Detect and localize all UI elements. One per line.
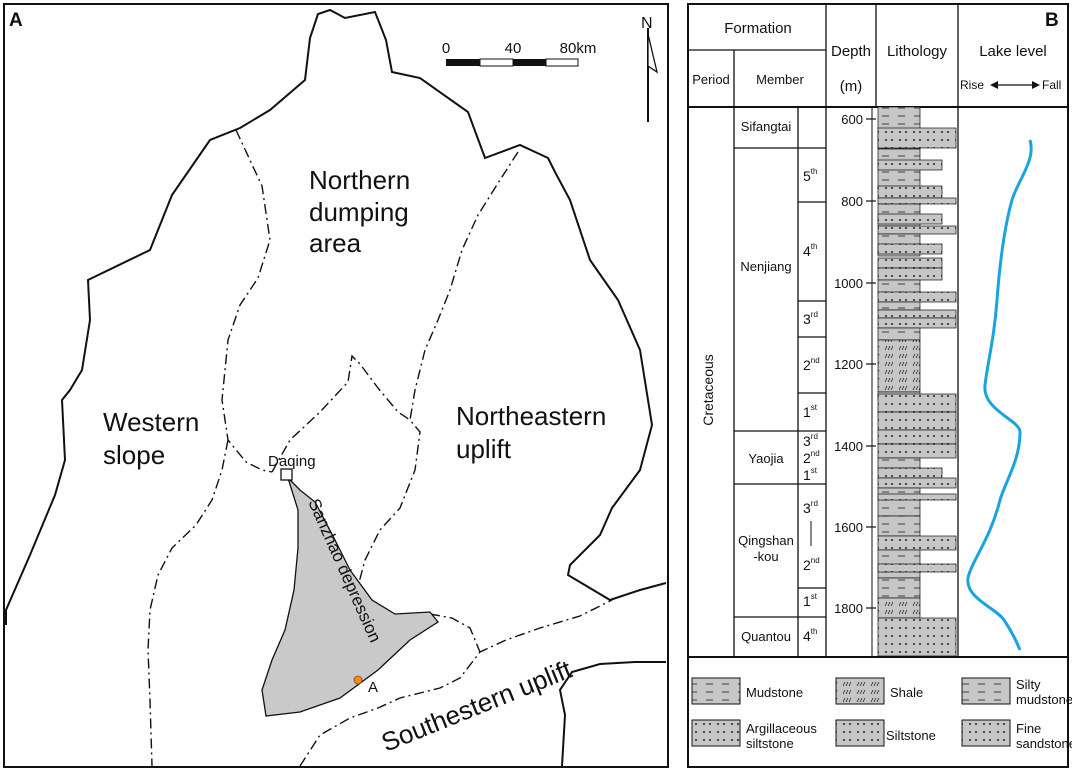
- header-lithology: Lithology: [887, 43, 948, 60]
- member-yaojia-1: 1st: [803, 466, 818, 483]
- northern-label-line2: dumping: [309, 197, 409, 227]
- members-column: 5th 4th 3rd 2nd 1st 3rd 2nd 1st 3rd 2nd …: [803, 167, 820, 644]
- northern-label-line1: Northern: [309, 165, 410, 195]
- legend-argillaceous-siltstone: Argillaceous siltstone: [691, 719, 817, 751]
- legend: Mudstone Shale Silty mudstone Argillaceo…: [691, 677, 1072, 751]
- member-nenjiang-3: 3rd: [803, 310, 818, 327]
- depth-tick-600: 600: [841, 112, 863, 127]
- western-label-line2: slope: [103, 440, 165, 470]
- lake-level-curve: [966, 139, 1033, 651]
- well-a-label: A: [368, 679, 378, 696]
- header-member: Member: [756, 72, 804, 87]
- member-nenjiang-4: 4th: [803, 242, 817, 259]
- panel-b-frame: [687, 3, 1069, 768]
- rise-fall-arrow-icon: [990, 81, 1040, 89]
- well-a-marker: [353, 675, 363, 685]
- svg-text:Mudstone: Mudstone: [746, 685, 803, 700]
- northeastern-label-line1: Northeastern: [456, 401, 606, 431]
- legend-mudstone: Mudstone: [691, 677, 803, 705]
- north-label: N: [641, 15, 653, 32]
- header-period: Period: [692, 72, 730, 87]
- formation-nenjiang: Nenjiang: [740, 259, 791, 274]
- svg-text:Shale: Shale: [890, 685, 923, 700]
- panel-a: A 0 40 80km N: [3, 3, 669, 768]
- depth-tick-1400: 1400: [834, 439, 863, 454]
- svg-text:sandstone: sandstone: [1016, 736, 1072, 751]
- scale-bar: 0 40 80km: [442, 40, 597, 67]
- southeast-boundary: [558, 661, 666, 767]
- north-arrow-icon: N: [641, 15, 659, 122]
- daqing-city-marker: [280, 468, 293, 481]
- basin-boundary: [5, 8, 667, 625]
- panel-a-frame: [3, 3, 669, 768]
- depth-tick-1200: 1200: [834, 357, 863, 372]
- depth-tick-1600: 1600: [834, 520, 863, 535]
- member-nenjiang-5: 5th: [803, 167, 817, 184]
- member-yaojia-2: 2nd: [803, 449, 820, 466]
- legend-fine-sandstone: Fine sandstone: [961, 719, 1072, 751]
- legend-siltstone: Siltstone: [835, 719, 936, 747]
- formation-boundaries: [734, 147, 826, 618]
- formation-yaojia: Yaojia: [748, 451, 784, 466]
- scale-tick-0: 0: [442, 40, 450, 57]
- scale-tick-80: 80km: [560, 40, 597, 57]
- southeastern-label: Southestern uplift: [377, 654, 577, 758]
- depth-tick-800: 800: [841, 194, 863, 209]
- header-depth-unit: (m): [840, 78, 863, 95]
- member-qingshankou-3: 3rd: [803, 499, 818, 516]
- sanzhao-depression: [261, 477, 439, 717]
- member-quantou-4: 4th: [803, 627, 817, 644]
- scale-tick-40: 40: [505, 40, 522, 57]
- svg-text:siltstone: siltstone: [746, 736, 794, 751]
- western-label-line1: Western: [103, 407, 199, 437]
- legend-shale: Shale: [835, 677, 923, 705]
- member-qingshankou-2: 2nd: [803, 556, 820, 573]
- lithology-column: [877, 106, 957, 657]
- svg-text:mudstone: mudstone: [1016, 692, 1072, 707]
- member-nenjiang-1: 1st: [803, 403, 818, 420]
- svg-text:Siltstone: Siltstone: [886, 728, 936, 743]
- northeastern-label-line2: uplift: [456, 434, 512, 464]
- member-nenjiang-2: 2nd: [803, 356, 820, 373]
- svg-text:Fine: Fine: [1016, 721, 1041, 736]
- svg-text:Argillaceous: Argillaceous: [746, 721, 817, 736]
- member-yaojia-3: 3rd: [803, 432, 818, 449]
- formation-sifangtai: Sifangtai: [741, 119, 792, 134]
- depth-tick-1800: 1800: [834, 601, 863, 616]
- svg-text:Silty: Silty: [1016, 677, 1041, 692]
- header-lake-level: Lake level: [979, 43, 1047, 60]
- member-qingshankou-1: 1st: [803, 592, 818, 609]
- legend-silty-mudstone: Silty mudstone: [961, 677, 1072, 707]
- header-rise: Rise: [960, 78, 984, 92]
- panel-b-label: B: [1045, 10, 1059, 31]
- header-depth: Depth: [831, 43, 871, 60]
- depth-axis: 600 800 1000 1200 1400 1600 1800: [834, 107, 876, 657]
- panel-a-label: A: [9, 10, 23, 31]
- province-boundaries: [147, 129, 613, 767]
- period-cretaceous: Cretaceous: [700, 354, 716, 426]
- depth-tick-1000: 1000: [834, 276, 863, 291]
- daqing-label: Daqing: [268, 453, 316, 470]
- northern-label-line3: area: [309, 228, 362, 258]
- header-fall: Fall: [1042, 78, 1061, 92]
- formation-qingshankou-line2: -kou: [753, 549, 778, 564]
- panel-b: B Formation Period Member Depth (m) Lith…: [687, 3, 1072, 768]
- formation-qingshankou-line1: Qingshan: [738, 533, 794, 548]
- formation-quantou: Quantou: [741, 629, 791, 644]
- header-formation: Formation: [724, 20, 792, 37]
